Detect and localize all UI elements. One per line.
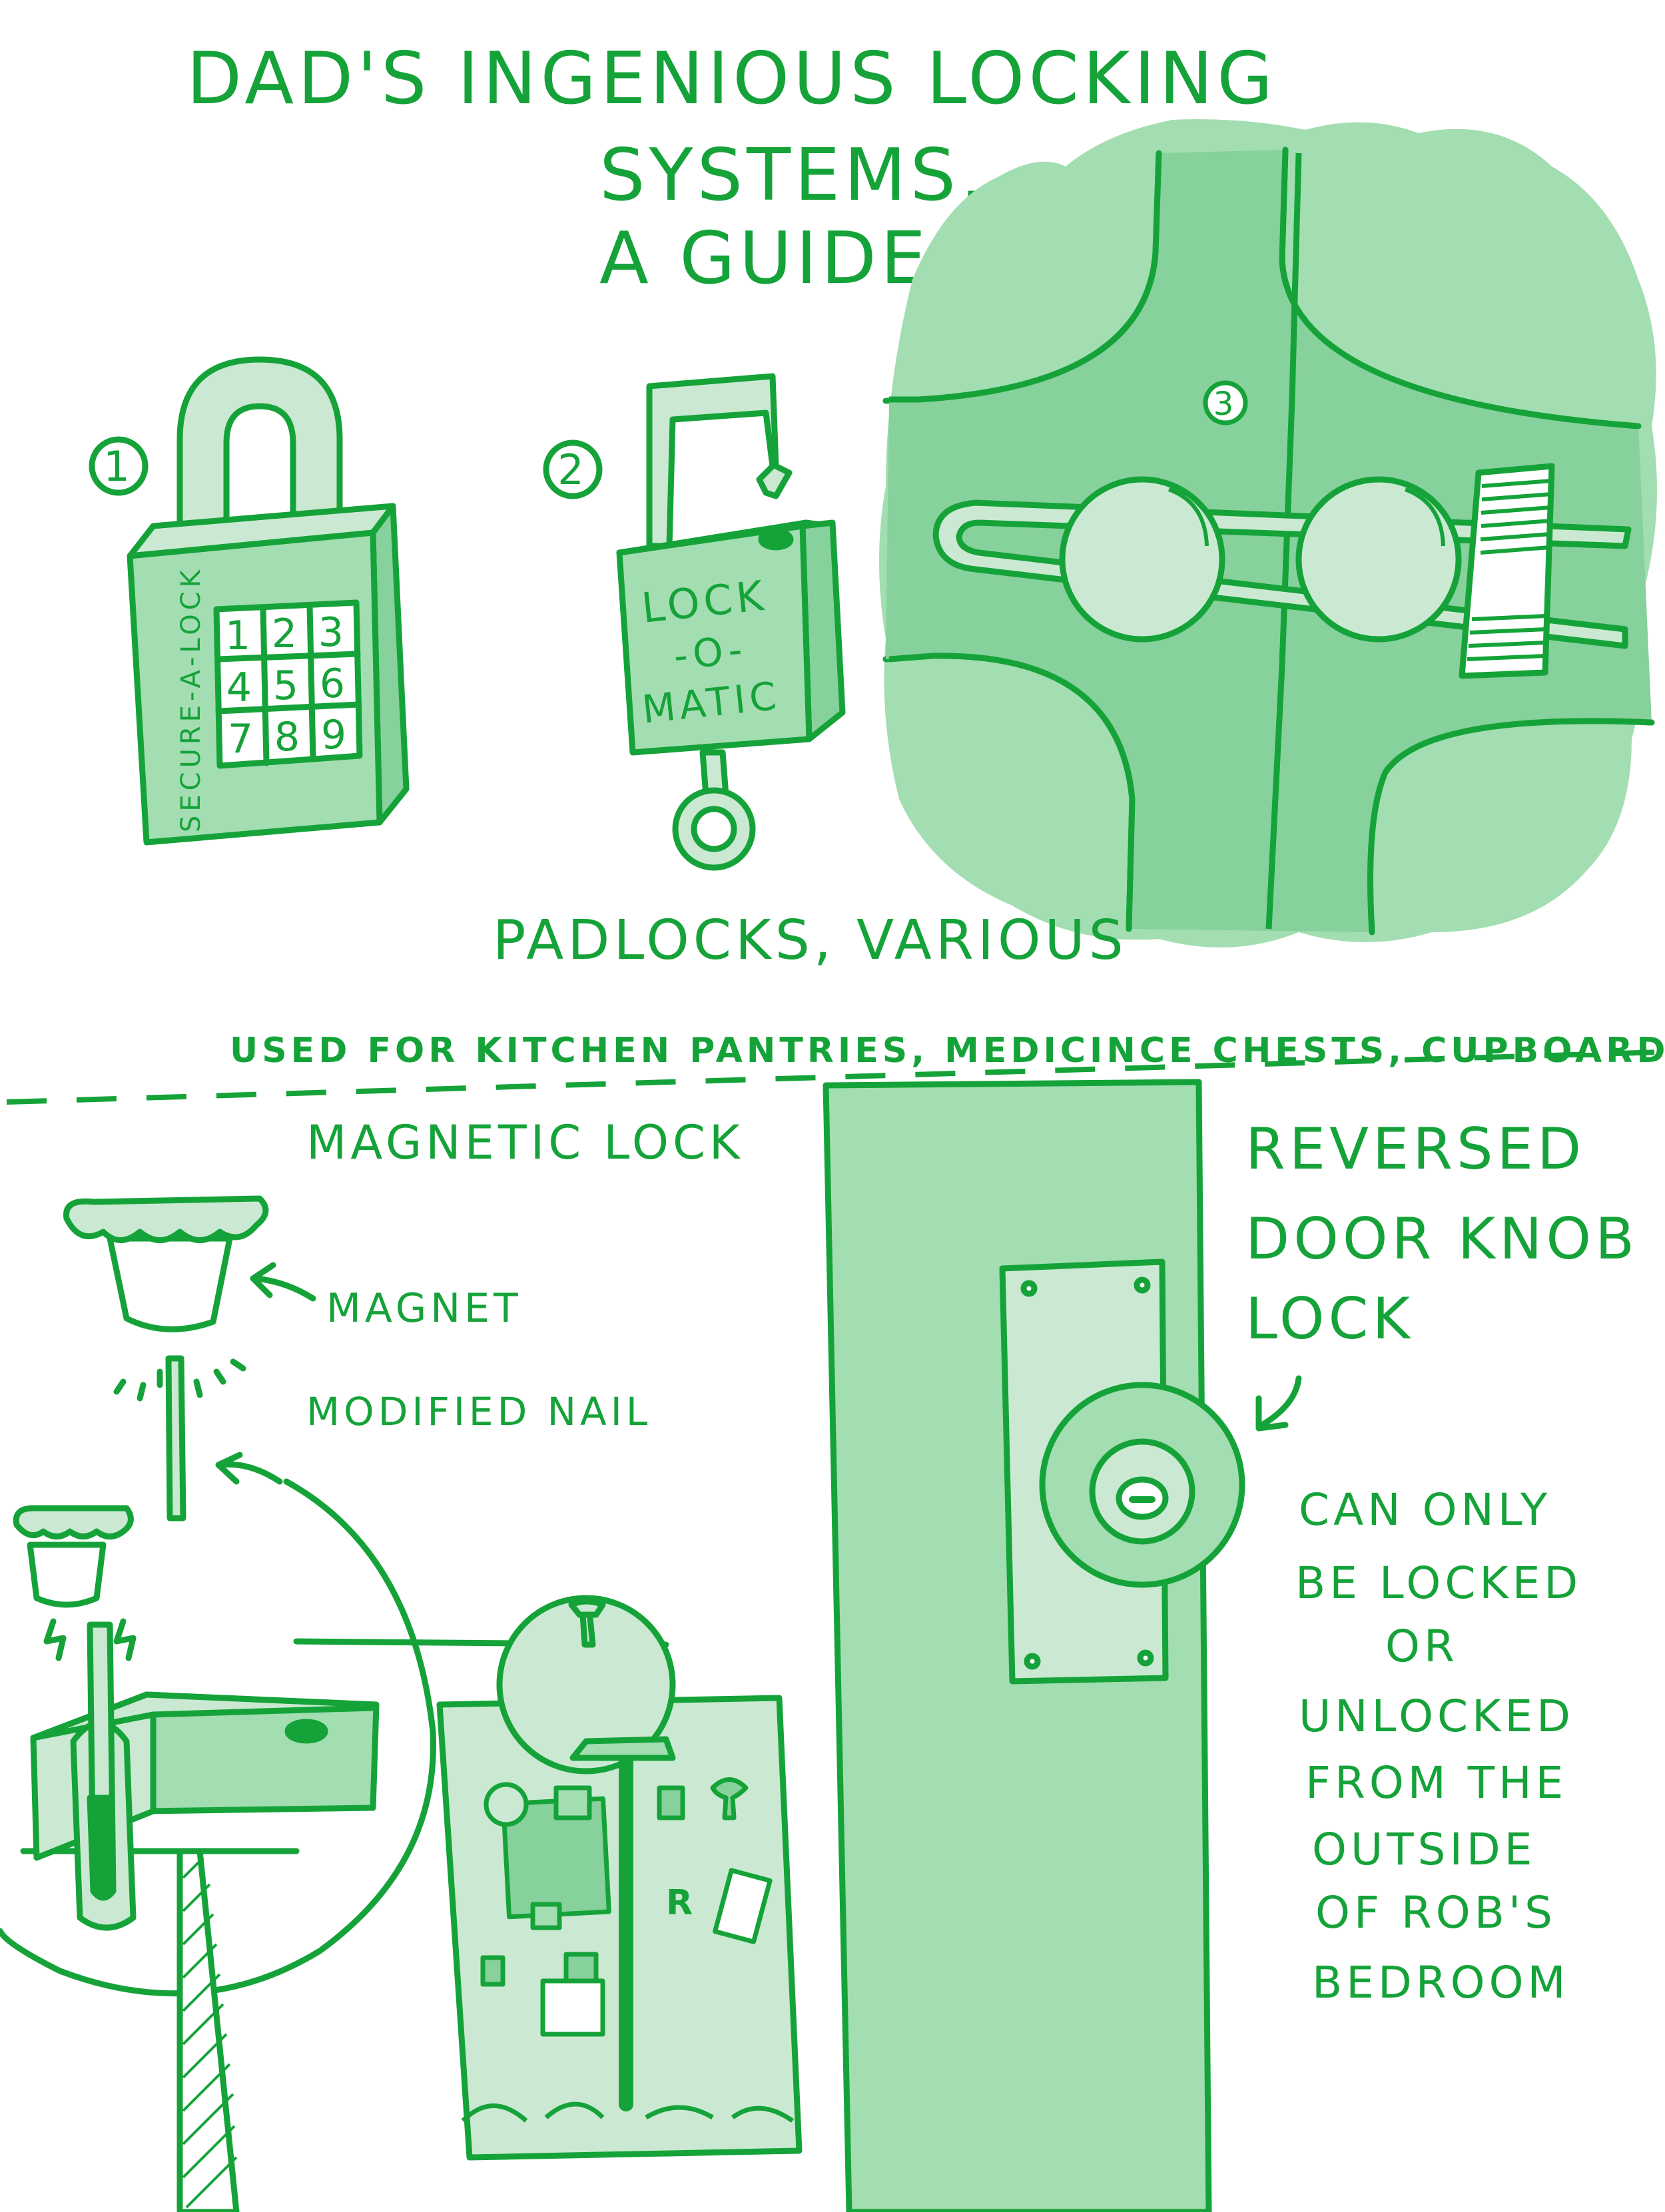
lock2-label-2: -O- xyxy=(671,627,748,679)
title: DAD'S INGENIOUS LOCKING SYSTEMS, A GUIDE… xyxy=(186,37,1277,300)
key-7: 7 xyxy=(228,716,257,762)
key-1: 1 xyxy=(225,613,254,659)
note-line-3: OR xyxy=(1385,1621,1459,1672)
key-9: 9 xyxy=(321,712,350,758)
cabinet-knob-left xyxy=(1059,476,1225,643)
key-8: 8 xyxy=(274,714,304,760)
magnet-diagram xyxy=(63,1195,316,1521)
door-heading-2: DOOR KNOB xyxy=(1245,1206,1638,1272)
cabinet-gap xyxy=(886,150,1652,932)
magnet-cap xyxy=(63,1195,269,1243)
note-line-5: FROM THE xyxy=(1305,1757,1567,1808)
key-5: 5 xyxy=(273,663,302,709)
number-circle-2 xyxy=(543,439,603,499)
lock-brand: SECURE-A-LOCK xyxy=(176,566,206,832)
lock-front xyxy=(616,523,813,756)
note-line-2: BE LOCKED xyxy=(1295,1557,1582,1609)
magnetic-lock-heading: MAGNETIC LOCK xyxy=(306,1115,744,1170)
title-line-3: A GUIDE: xyxy=(599,217,958,300)
note-line-6: OUTSIDE xyxy=(1312,1824,1536,1875)
title-line-2: SYSTEMS, xyxy=(599,134,986,217)
nail-label: MODIFIED NAIL xyxy=(306,1389,651,1434)
shackle xyxy=(176,356,343,563)
fridge-letter: R xyxy=(666,1883,697,1923)
fridge-zoom-circle xyxy=(496,1595,676,1775)
door-diagram xyxy=(823,1079,1302,2212)
magnet-label: MAGNET xyxy=(326,1285,522,1332)
number-1: 1 xyxy=(103,442,133,491)
key-4: 4 xyxy=(226,665,256,711)
note-line-7: OF ROB'S xyxy=(1315,1887,1556,1938)
open-shackle xyxy=(646,373,793,549)
number-circle-1 xyxy=(89,436,149,496)
key-2: 2 xyxy=(272,611,301,657)
post-hatching xyxy=(182,1856,238,2209)
cabinet-knob-lock xyxy=(879,119,1657,948)
padlock-lock-o-matic xyxy=(543,373,846,871)
modified-nail xyxy=(165,1355,186,1521)
padlocks-usage: USED FOR KITCHEN PANTRIES, MEDICINCE CHE… xyxy=(230,1031,1665,1071)
padlocks-caption: PADLOCKS, VARIOUS xyxy=(493,909,1128,972)
key-3: 3 xyxy=(318,609,348,656)
drawer-cross-section xyxy=(0,1478,437,2212)
number-circle-3 xyxy=(1203,380,1248,425)
note-line-8: BEDROOM xyxy=(1312,1957,1570,2008)
door-heading-1: REVERSED xyxy=(1245,1116,1585,1183)
padlock-secure-a-lock: 1 xyxy=(89,356,410,846)
door-heading-3: LOCK xyxy=(1245,1286,1414,1352)
u-lock-head xyxy=(1459,463,1555,679)
door-note: CAN ONLY BE LOCKED OR UNLOCKED FROM THE … xyxy=(1295,1484,1582,2008)
note-line-4: UNLOCKED xyxy=(1299,1691,1574,1742)
fridge-magnets xyxy=(461,1777,795,2123)
note-line-1: CAN ONLY xyxy=(1299,1484,1551,1535)
cabinet-knob-right xyxy=(1295,476,1462,643)
keyhole xyxy=(758,528,794,551)
number-3: 3 xyxy=(1213,386,1238,423)
key-6: 6 xyxy=(320,661,349,707)
keypad-digits: 1 2 3 4 5 6 7 8 9 xyxy=(225,609,350,762)
magnet xyxy=(107,1235,233,1332)
number-2: 2 xyxy=(557,445,587,494)
callout-circle xyxy=(0,1478,437,1997)
title-line-1: DAD'S INGENIOUS LOCKING xyxy=(186,37,1277,121)
